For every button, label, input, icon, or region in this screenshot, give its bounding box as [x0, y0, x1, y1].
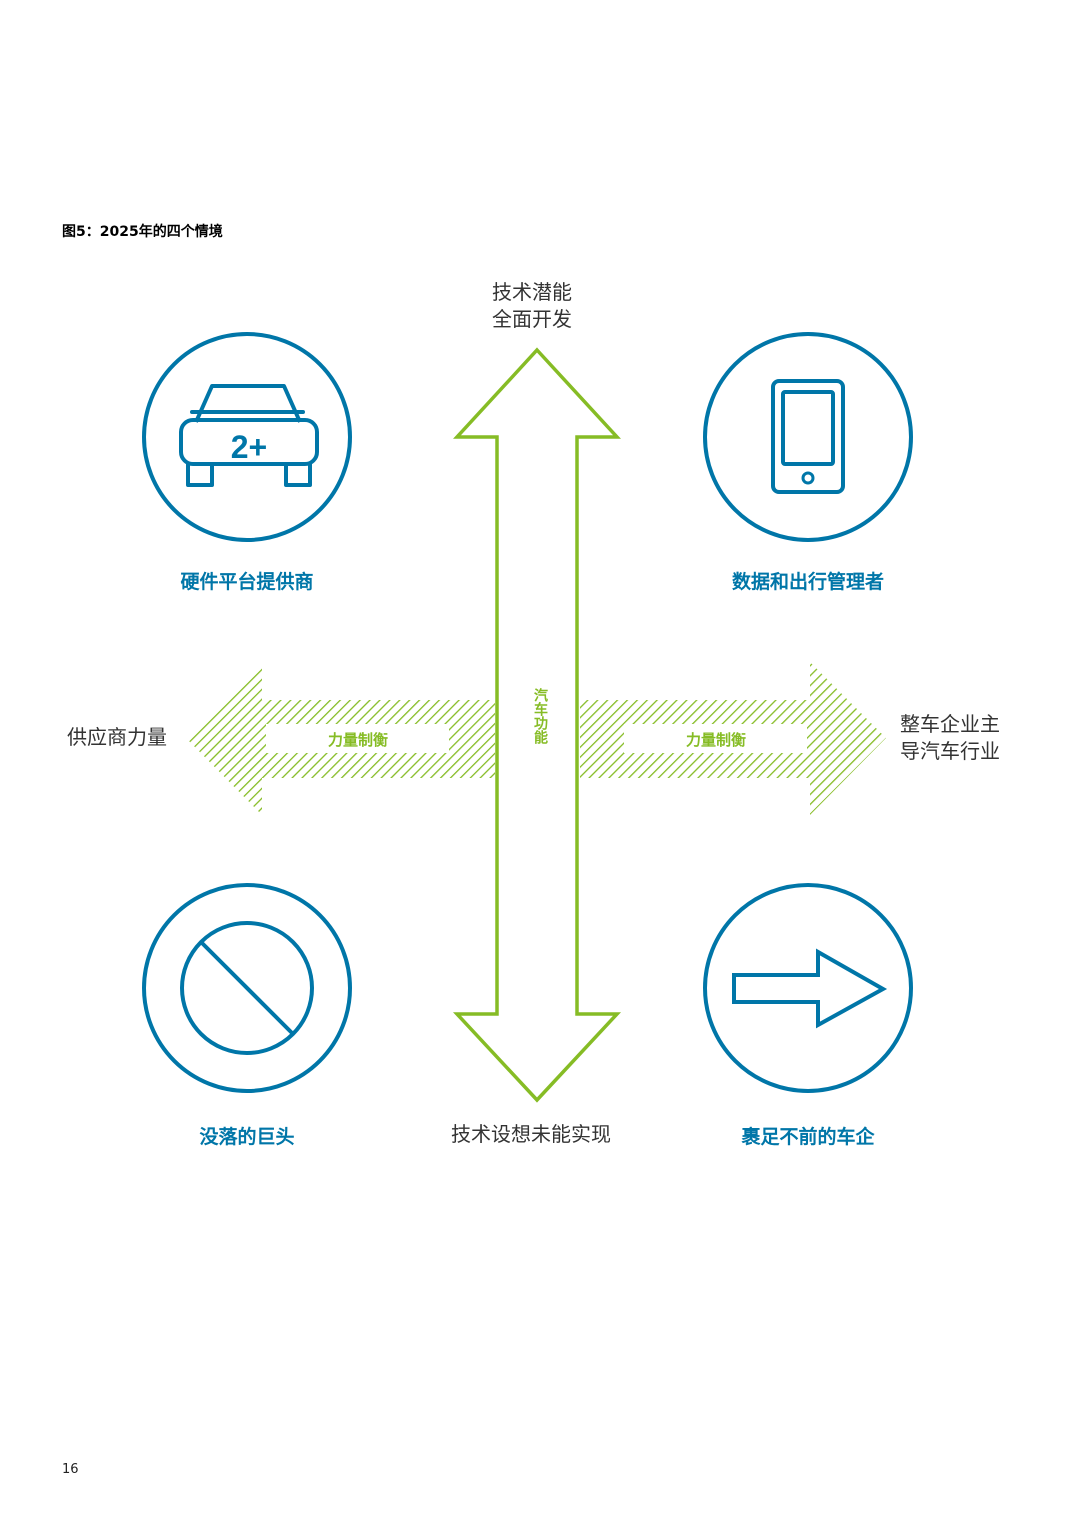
- balance-label-right: 力量制衡: [685, 731, 746, 749]
- balance-label-left: 力量制衡: [327, 731, 388, 749]
- figure-title: 图5：2025年的四个情境: [62, 224, 223, 240]
- right-arrow-icon: [703, 883, 913, 1093]
- axis-top-label: 技术潜能 全面开发: [492, 280, 572, 331]
- prohibited-icon: [142, 883, 352, 1093]
- scenario-label-top-left: 硬件平台提供商: [180, 571, 314, 593]
- scenario-label-bottom-right: 裹足不前的车企: [741, 1126, 875, 1148]
- svg-text:2+: 2+: [231, 429, 267, 465]
- scenario-label-top-right: 数据和出行管理者: [731, 571, 884, 593]
- right-label-box: [624, 724, 807, 753]
- scenario-label-bottom-left: 没落的巨头: [199, 1126, 295, 1148]
- smartphone-icon: [703, 332, 913, 542]
- left-label-box: [266, 724, 449, 753]
- page-number: 16: [62, 1462, 79, 1477]
- axis-left-label: 供应商力量: [67, 725, 167, 749]
- axis-bottom-label: 技术设想未能实现: [451, 1122, 611, 1146]
- car-icon: 2+: [142, 332, 352, 542]
- vertical-arrow-label: 汽车功能: [532, 688, 548, 744]
- vertical-tech-arrow: [452, 347, 622, 1103]
- axis-right-label: 整车企业主 导汽车行业: [900, 712, 1000, 763]
